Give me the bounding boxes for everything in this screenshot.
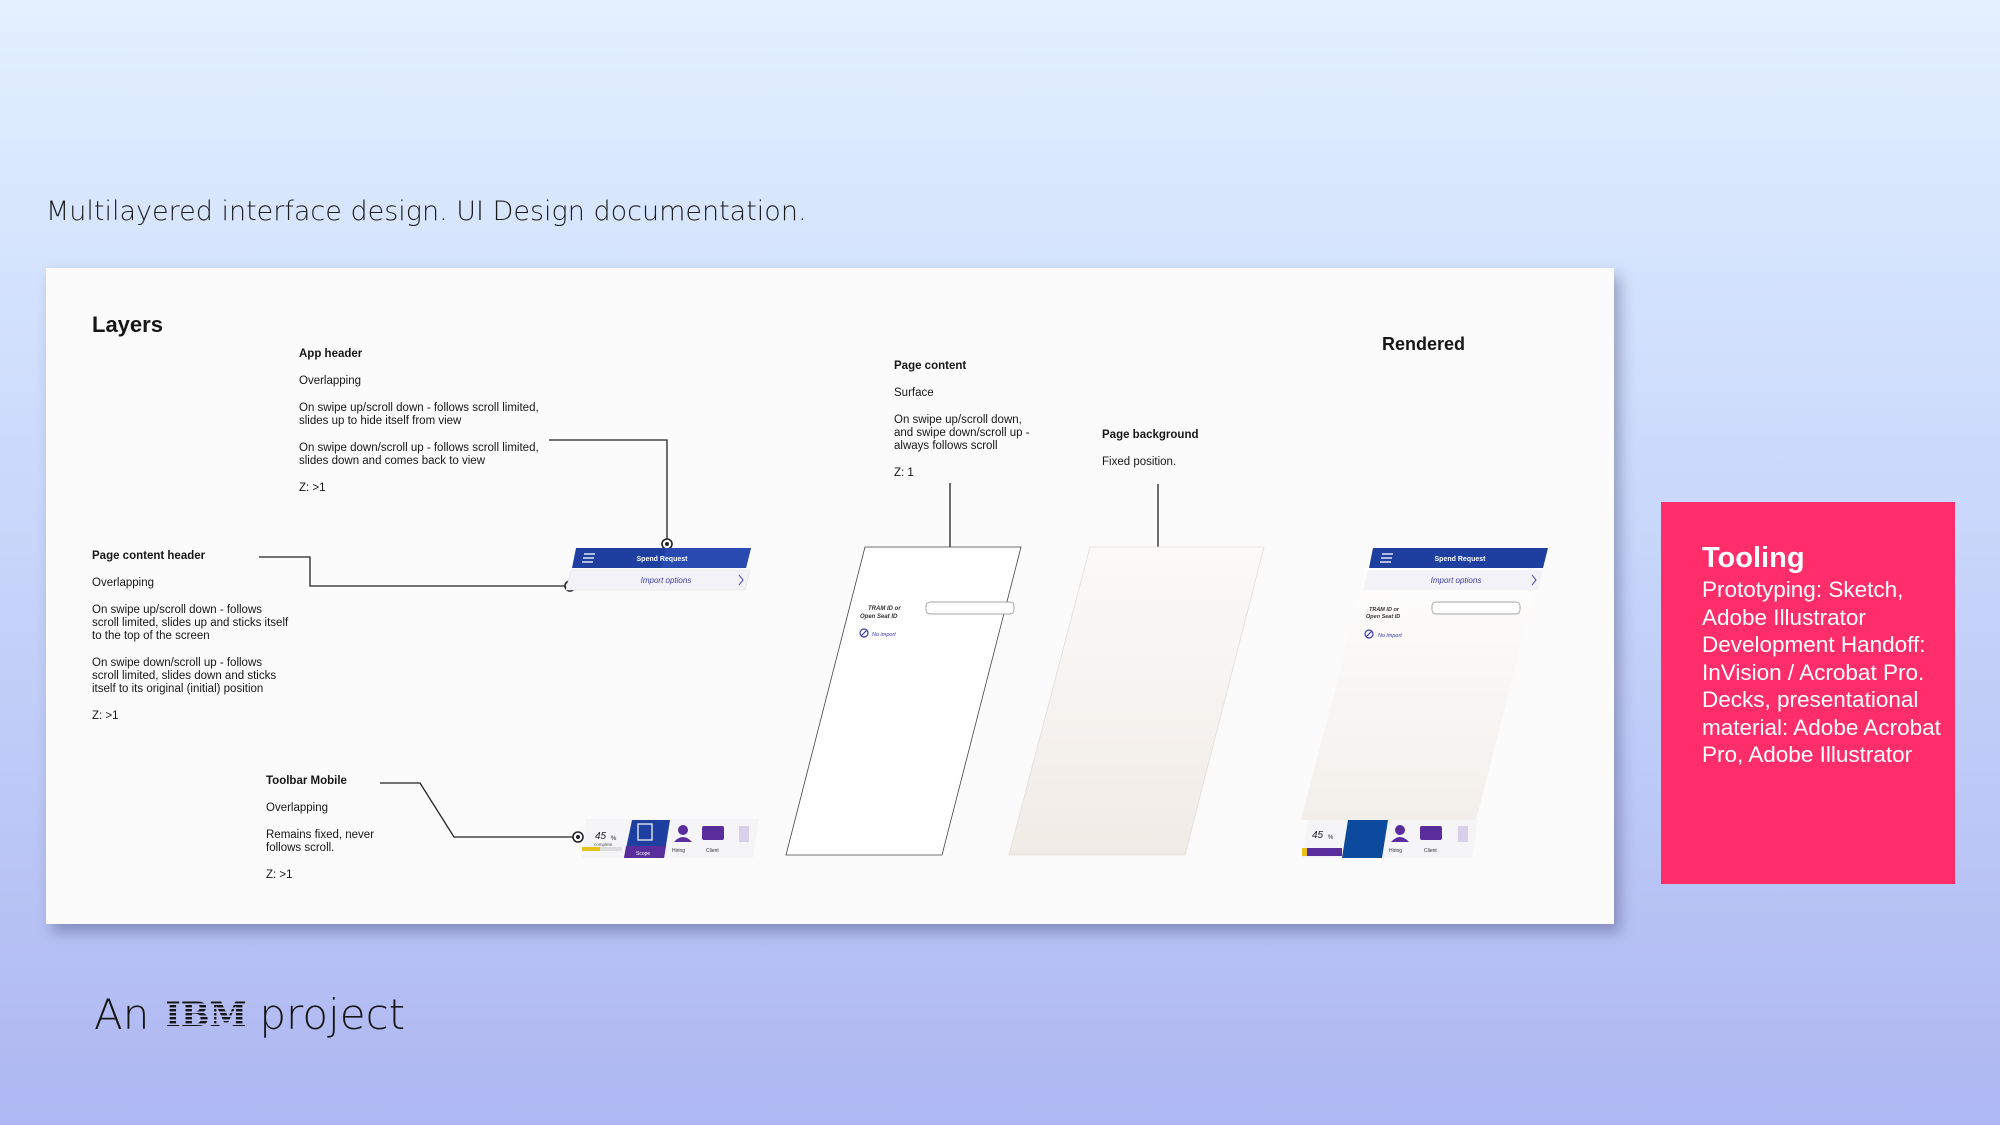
ibm-logo-icon: IBM — [165, 995, 247, 1035]
connector-page-content-header — [259, 556, 570, 587]
rendered-composite: Spend Request Import options TRAM ID or … — [1301, 548, 1548, 858]
page-content-header-desc2: On swipe down/scroll up - follows scroll… — [92, 657, 277, 695]
tooling-title: Tooling — [1702, 542, 1805, 574]
ibm-logo: IBM — [165, 990, 247, 1039]
rendered-heading: Rendered — [1382, 334, 1466, 354]
page-content-desc1: On swipe up/scroll down, and swipe down/… — [894, 414, 1030, 452]
toolbar-mobile-z: Z: >1 — [266, 869, 293, 881]
layer-page-background — [1008, 546, 1265, 856]
page-content-header-z: Z: >1 — [92, 710, 119, 722]
app-header-annotation: App header Overlapping On swipe up/scrol… — [299, 348, 549, 509]
svg-text:TRAM ID or: TRAM ID or — [1369, 607, 1400, 613]
layer-page-content-surface: TRAM ID or Open Seat ID No import — [785, 546, 1022, 856]
app-header-type: Overlapping — [299, 375, 362, 387]
page-content-title: Page content — [894, 360, 967, 372]
layer-header-title: Spend Request — [637, 556, 689, 563]
svg-text:Hiring: Hiring — [1389, 848, 1402, 854]
rendered-import-options: Import options — [1431, 576, 1482, 585]
toolbar-mobile-type: Overlapping — [266, 802, 329, 814]
svg-text:Hiring: Hiring — [672, 848, 685, 854]
toolbar-mobile-annotation: Toolbar Mobile Overlapping Remains fixed… — [266, 775, 386, 896]
svg-text:Open Seat ID: Open Seat ID — [860, 614, 898, 620]
footer-suffix: project — [259, 990, 406, 1039]
svg-text:Client: Client — [706, 848, 719, 854]
page-content-header-desc1: On swipe up/scroll down - follows scroll… — [92, 604, 289, 642]
app-header-title: App header — [299, 348, 363, 360]
ibm-project-line: An IBM project — [94, 990, 405, 1039]
svg-text:%: % — [611, 836, 617, 842]
rendered-header-title: Spend Request — [1435, 556, 1487, 563]
connector-toolbar — [380, 782, 576, 838]
page-content-z: Z: 1 — [894, 467, 914, 479]
ibm-logo-text: IBM — [167, 997, 245, 1029]
toolbar-mobile-title: Toolbar Mobile — [266, 775, 347, 787]
toolbar-mobile-desc1: Remains fixed, never follows scroll. — [266, 829, 375, 854]
rendered-progress-value: 45 — [1312, 830, 1324, 841]
diagram-card: Layers Rendered App header Overlapping O… — [46, 268, 1614, 924]
layer-progress-value: 45 — [595, 831, 607, 842]
svg-text:TRAM ID or: TRAM ID or — [868, 606, 901, 612]
page-background-desc1: Fixed position. — [1102, 456, 1177, 468]
svg-text:Client: Client — [1424, 848, 1437, 854]
svg-text:No import: No import — [1378, 633, 1402, 639]
tooling-body: Prototyping: Sketch, Adobe Illustrator D… — [1702, 577, 1941, 767]
tooling-panel: Tooling Prototyping: Sketch, Adobe Illus… — [1661, 502, 1955, 884]
svg-text:complete: complete — [594, 842, 613, 847]
svg-text:No import: No import — [872, 632, 896, 638]
page-content-type: Surface — [894, 387, 934, 399]
layer-app-header: Spend Request — [572, 548, 751, 568]
layer-import-options: Import options — [641, 576, 692, 585]
layers-diagram: Spend Request Import options 45 % comple… — [259, 439, 1548, 858]
page-background-annotation: Page background Fixed position. — [1102, 429, 1252, 483]
page-content-header-annotation: Page content header Overlapping On swipe… — [92, 550, 292, 737]
footer-prefix: An — [94, 990, 150, 1039]
page-content-header-title: Page content header — [92, 550, 206, 562]
layers-heading: Layers — [92, 312, 163, 337]
layer-toolbar: 45 % complete Scope Hiring Client — [582, 819, 759, 858]
app-header-desc1: On swipe up/scroll down - follows scroll… — [299, 402, 539, 427]
svg-text:Open Seat ID: Open Seat ID — [1366, 614, 1400, 620]
svg-text:%: % — [1328, 835, 1334, 841]
page-content-header-type: Overlapping — [92, 577, 155, 589]
connector-lines — [259, 439, 1159, 838]
page-content-annotation: Page content Surface On swipe up/scroll … — [894, 360, 1044, 494]
app-header-desc2: On swipe down/scroll up - follows scroll… — [299, 442, 539, 467]
connector-app-header — [549, 439, 668, 544]
page-caption: Multilayered interface design. UI Design… — [46, 196, 807, 227]
app-header-z: Z: >1 — [299, 482, 326, 494]
page-background-title: Page background — [1102, 429, 1199, 441]
layer-page-content-header: Import options — [565, 569, 751, 591]
svg-text:Scope: Scope — [636, 851, 650, 857]
